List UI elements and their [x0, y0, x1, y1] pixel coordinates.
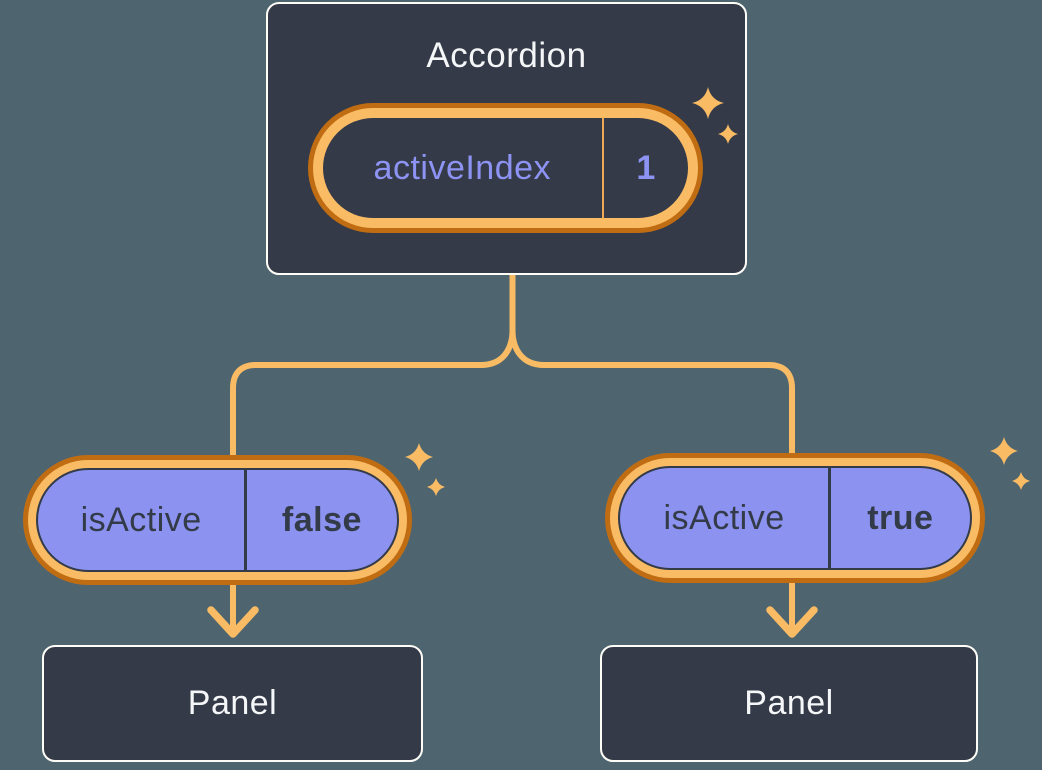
- sparkle-icon: [990, 437, 1018, 465]
- arrowhead-left-icon: [207, 606, 259, 638]
- state-pill-activeindex: activeIndex 1: [308, 103, 703, 233]
- accordion-title: Accordion: [426, 36, 587, 75]
- panel-box-right: Panel: [600, 645, 978, 762]
- state-name: isActive: [80, 500, 202, 539]
- panel-label: Panel: [187, 684, 278, 722]
- state-value: true: [867, 498, 934, 537]
- panel-label: Panel: [744, 684, 834, 722]
- accordion-box: Accordion activeIndex 1: [266, 2, 747, 275]
- panel-box-left: Panel: [42, 645, 423, 762]
- state-value: 1: [636, 148, 656, 187]
- sparkle-icon: [1012, 472, 1030, 490]
- state-name: activeIndex: [373, 148, 552, 187]
- sparkle-icon: [405, 443, 433, 471]
- state-value: false: [281, 500, 362, 539]
- state-pill-isactive-left: isActive false: [23, 455, 412, 585]
- state-pill-isactive-right: isActive true: [605, 453, 985, 583]
- arrowhead-right-icon: [766, 606, 818, 638]
- state-name: isActive: [663, 498, 785, 537]
- pill-divider: [601, 118, 605, 218]
- sparkle-icon: [427, 478, 445, 496]
- pill-divider: [828, 468, 831, 568]
- pill-divider: [244, 470, 247, 570]
